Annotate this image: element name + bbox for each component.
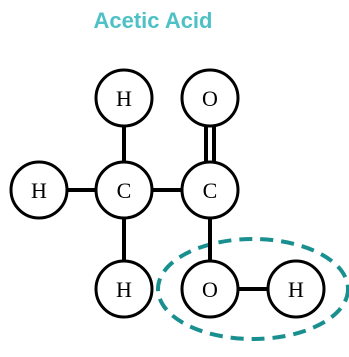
atom-c-right: C: [180, 160, 240, 220]
atom-circle: [94, 160, 154, 220]
atom-circle: [266, 259, 326, 319]
atom-label: H: [31, 178, 47, 203]
atom-o-top: O: [180, 68, 240, 128]
atom-circle: [94, 68, 154, 128]
diagram-title: Acetic Acid: [93, 8, 212, 33]
atom-o-hydroxyl: O: [180, 259, 240, 319]
atom-circle: [180, 160, 240, 220]
atom-label: C: [203, 178, 218, 203]
hydroxyl-highlight-ellipse: [156, 237, 349, 341]
atom-label: H: [116, 277, 132, 302]
atom-h-left: H: [9, 160, 69, 220]
atom-label: C: [117, 178, 132, 203]
atom-c-left: C: [94, 160, 154, 220]
bonds: [39, 98, 296, 291]
atom-h-top-left: H: [94, 68, 154, 128]
atoms: H O H C C H O H: [9, 68, 326, 319]
atom-label: O: [202, 277, 218, 302]
atom-label: O: [202, 86, 218, 111]
atom-h-hydroxyl: H: [266, 259, 326, 319]
atom-label: H: [116, 86, 132, 111]
atom-circle: [180, 259, 240, 319]
atom-circle: [9, 160, 69, 220]
atom-label: H: [288, 277, 304, 302]
hydroxyl-group-highlight: [156, 237, 349, 341]
atom-h-bottom-left: H: [94, 259, 154, 319]
atom-circle: [180, 68, 240, 128]
atom-circle: [94, 259, 154, 319]
